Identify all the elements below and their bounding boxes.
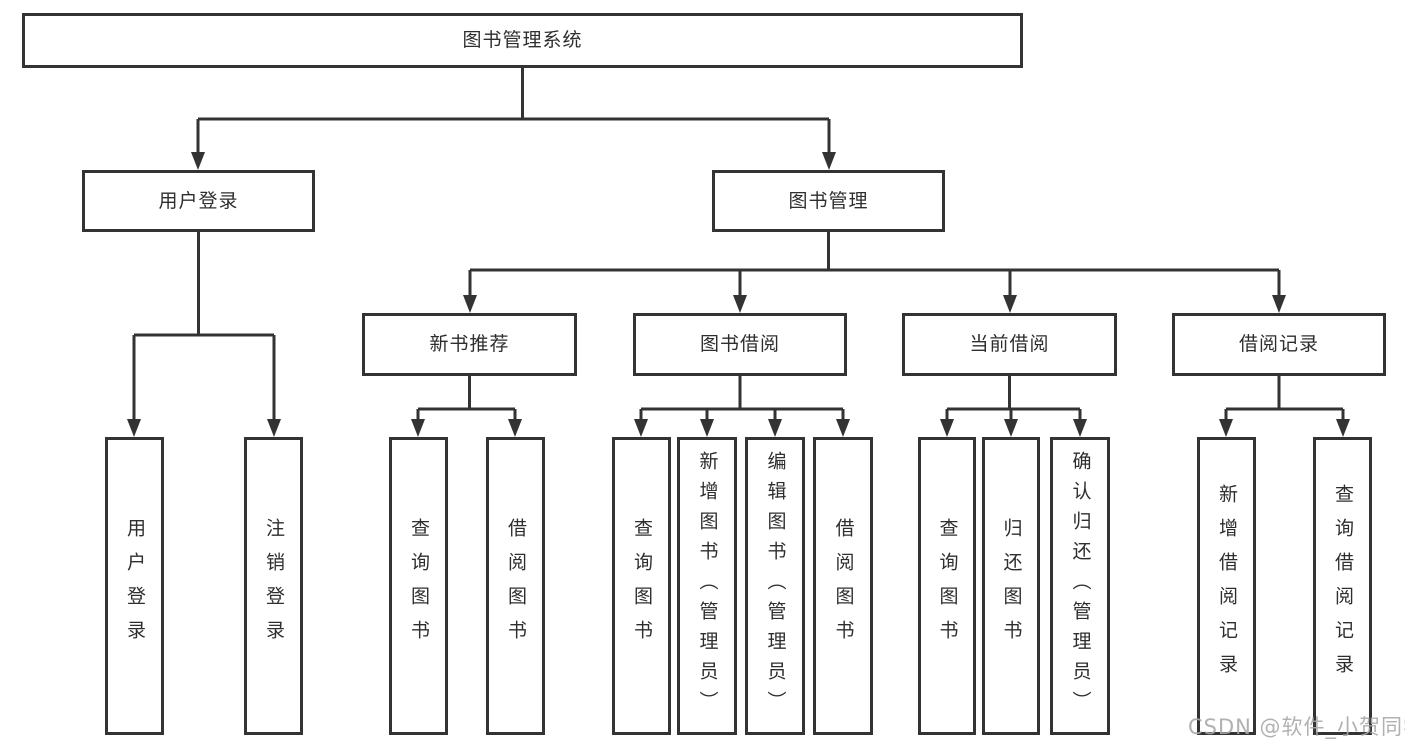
leaf-user-login: 用户登录 bbox=[105, 437, 164, 735]
leaf-query-books: 查询图书 bbox=[918, 437, 976, 735]
arrowheads bbox=[127, 152, 1350, 437]
node-book-management: 图书管理 bbox=[712, 170, 945, 232]
node-new-book-recommendation: 新书推荐 bbox=[362, 313, 577, 376]
node-book-borrowing: 图书借阅 bbox=[633, 313, 847, 376]
leaf-edit-books-admin: 编辑图书（管理员） bbox=[745, 437, 805, 735]
leaf-query-books: 查询图书 bbox=[612, 437, 671, 735]
node-user-login: 用户登录 bbox=[82, 170, 315, 232]
leaf-query-borrow-record: 查询借阅记录 bbox=[1313, 437, 1372, 735]
leaf-return-books: 归还图书 bbox=[982, 437, 1040, 735]
leaf-logout: 注销登录 bbox=[244, 437, 303, 735]
connector-new-book bbox=[416, 376, 517, 422]
connector-book-borrowing bbox=[639, 376, 845, 422]
connector-user-login bbox=[132, 232, 276, 422]
node-current-borrowing: 当前借阅 bbox=[902, 313, 1117, 376]
node-library-management-system: 图书管理系统 bbox=[22, 13, 1023, 68]
node-borrowing-records: 借阅记录 bbox=[1172, 313, 1386, 376]
leaf-confirm-return-admin: 确认归还（管理员） bbox=[1050, 437, 1110, 735]
leaf-borrow-books: 借阅图书 bbox=[486, 437, 545, 735]
leaf-add-borrow-record: 新增借阅记录 bbox=[1197, 437, 1256, 735]
connector-current-borrowing bbox=[945, 376, 1082, 422]
leaf-query-books: 查询图书 bbox=[389, 437, 448, 735]
watermark: CSDN @软件_小贺同学 bbox=[1188, 715, 1405, 739]
leaf-borrow-books: 借阅图书 bbox=[813, 437, 873, 735]
connector-root bbox=[196, 68, 831, 156]
leaf-add-books-admin: 新增图书（管理员） bbox=[677, 437, 737, 735]
connector-borrow-records bbox=[1224, 376, 1345, 422]
connector-book-management bbox=[468, 232, 1281, 298]
